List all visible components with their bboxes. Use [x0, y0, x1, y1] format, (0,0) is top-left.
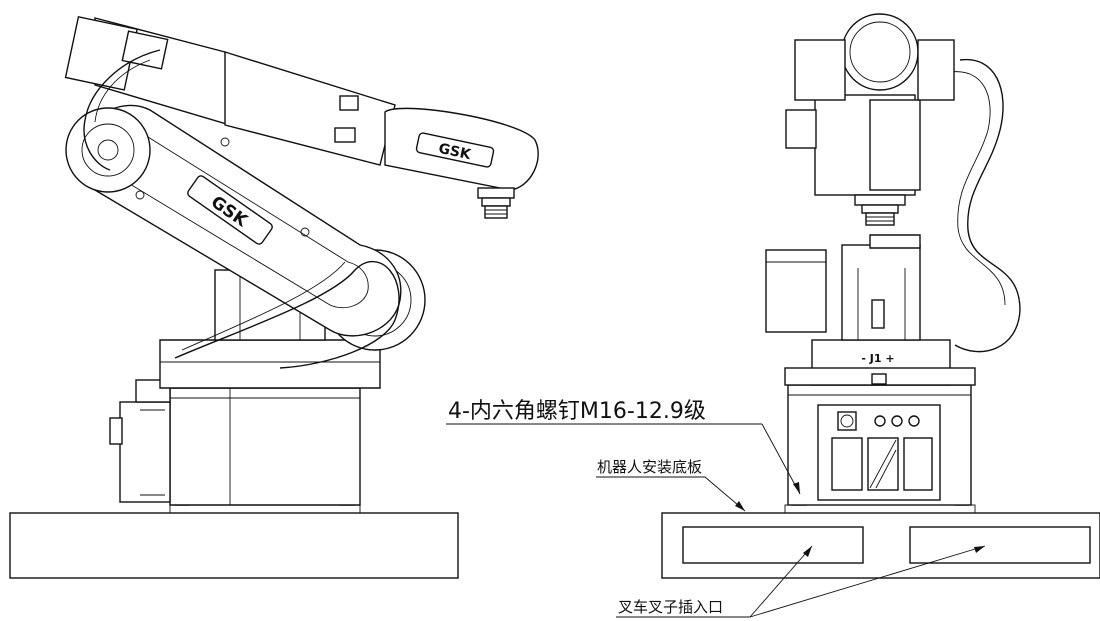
forklift-slot-right	[909, 526, 1091, 564]
annotation-bolt: 4-内六角螺钉M16-12.9级	[446, 399, 801, 495]
bolt-note-text: 4-内六角螺钉M16-12.9级	[448, 399, 706, 424]
svg-text:GSK: GSK	[437, 141, 473, 164]
right-front-view: - J1 +	[661, 13, 1100, 579]
left-base-plate	[9, 512, 459, 579]
right-wrist-flange	[854, 194, 906, 226]
forklift-slot-text: 叉车叉子插入口	[618, 598, 723, 616]
right-side-motor	[765, 249, 827, 333]
right-connector-panel	[817, 404, 941, 501]
j1-axis-label: - J1 +	[861, 352, 894, 365]
left-forearm	[224, 51, 396, 166]
left-cable-loop-lower	[174, 260, 400, 369]
left-robot-base	[169, 387, 361, 506]
left-plate-top-strip	[169, 504, 361, 514]
right-cable-loop	[954, 58, 1021, 353]
annotation-forklift: 叉车叉子插入口	[616, 545, 986, 618]
left-cable-loop-upper	[83, 49, 161, 171]
left-connector-box	[109, 379, 171, 503]
left-wrist-flange	[477, 187, 515, 219]
left-j1-turret	[159, 339, 381, 389]
right-j3-motor	[841, 13, 919, 91]
left-side-view: GSK GSK	[9, 15, 539, 579]
left-j3-joint	[65, 107, 151, 193]
left-forearm-logo: GSK	[415, 132, 495, 168]
base-plate-text: 机器人安装底板	[597, 458, 702, 476]
annotation-base-plate: 机器人安装底板	[596, 458, 746, 512]
forklift-slot-left	[682, 526, 864, 564]
